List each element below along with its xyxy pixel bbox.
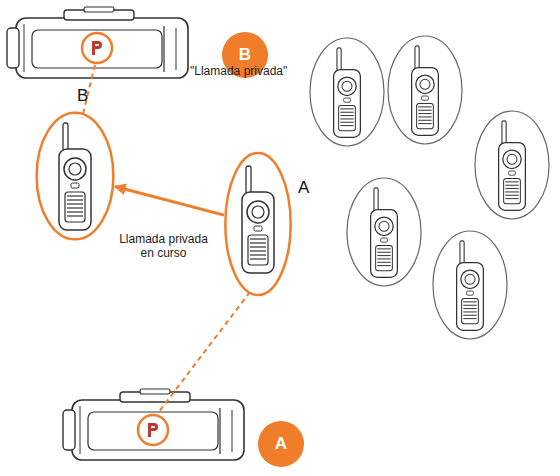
ptt-highlight — [138, 415, 168, 445]
ellipse-outline — [35, 110, 115, 242]
button-icon — [148, 423, 158, 437]
callout-letter: A — [257, 434, 305, 454]
callout-letter: B — [221, 45, 269, 65]
caption-note: "Llamada privada" — [190, 64, 287, 78]
radio-a — [242, 166, 274, 273]
arrow-label: Llamada privada en curso — [113, 231, 215, 262]
radio-letter: A — [298, 178, 309, 198]
radio-top-view — [63, 389, 244, 460]
callout-badge: A — [257, 420, 305, 468]
radio-letter: B — [77, 86, 88, 106]
highlight-ellipse: A — [224, 150, 292, 298]
radio-top-view — [7, 7, 188, 78]
dashed-link — [158, 292, 250, 413]
ptt-highlight — [82, 33, 112, 63]
radio-group — [310, 36, 549, 339]
radio-b — [59, 123, 91, 230]
button-icon — [92, 41, 102, 55]
call-arrow — [115, 186, 224, 215]
ellipse-outline — [224, 150, 292, 298]
highlight-ellipse: B — [35, 110, 115, 242]
